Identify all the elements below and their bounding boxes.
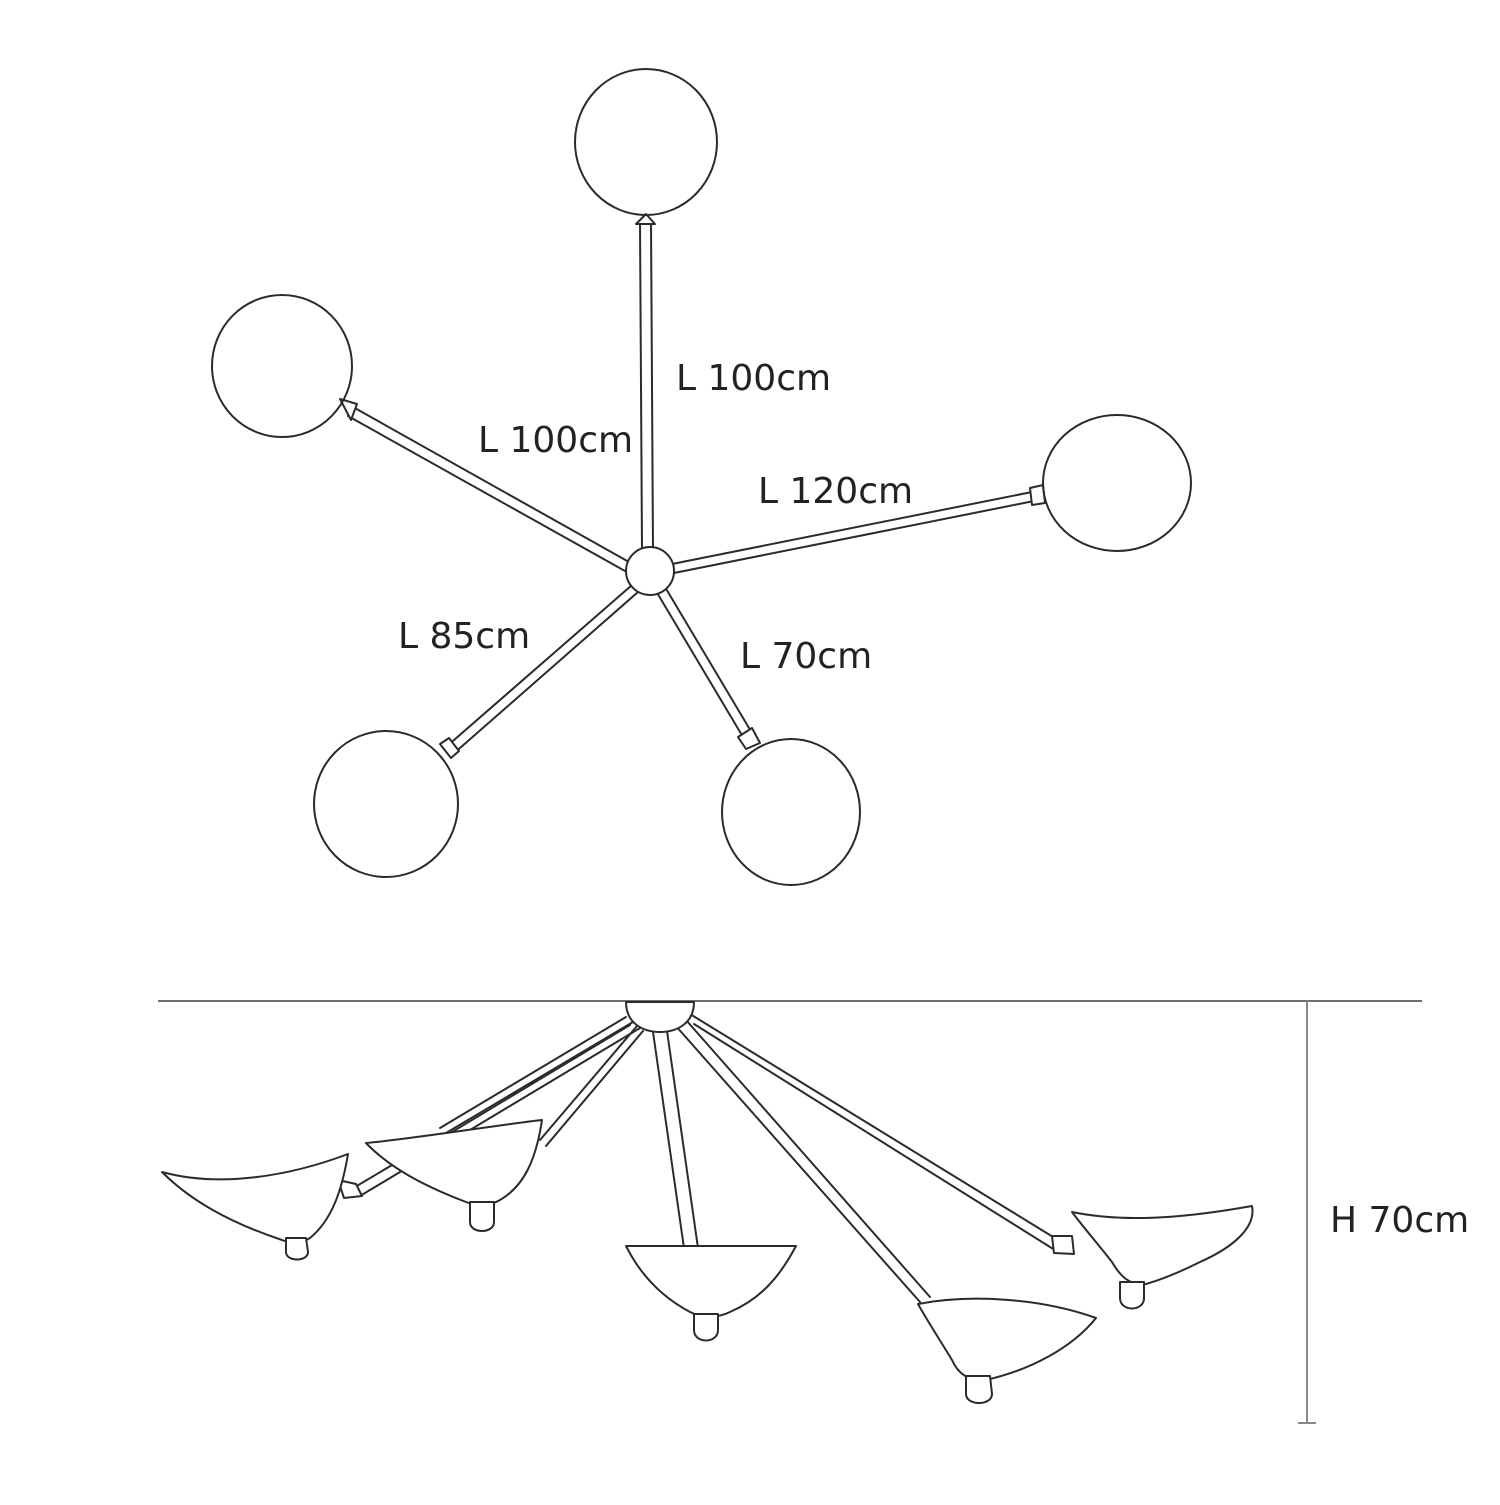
height-dimension-line: [1298, 1001, 1316, 1424]
arm-upper-left: [339, 398, 630, 572]
arm-lower-left-length-label: L 85cm: [398, 616, 530, 657]
arm-right: [671, 484, 1046, 574]
top-view: L 100cm L 100cm L 120cm L 85cm L 70cm: [211, 68, 1192, 886]
arm-right-length-label: L 120cm: [758, 471, 913, 512]
arm-lower-right-length-label: L 70cm: [740, 636, 872, 677]
side-arm-6: [689, 1013, 1075, 1255]
shade-center: [625, 1245, 797, 1342]
arm-upper-left-length-label: L 100cm: [478, 420, 633, 461]
shade-center-right: [917, 1297, 1097, 1404]
shade-far-right: [1071, 1205, 1254, 1310]
arm-top: [635, 213, 656, 551]
side-arm-5: [674, 1019, 931, 1303]
globe-lower-right: [721, 738, 861, 886]
globe-upper-left: [211, 294, 353, 438]
globe-right: [1042, 414, 1192, 552]
globe-lower-left: [313, 730, 459, 878]
side-arm-3: [539, 1025, 644, 1147]
ceiling-canopy: [625, 1001, 695, 1033]
shade-left: [365, 1119, 543, 1232]
side-arm-1: [439, 1016, 631, 1136]
shade-far-left: [161, 1153, 349, 1261]
side-arm-4: [652, 1030, 699, 1249]
globe-top: [574, 68, 718, 216]
center-hub: [625, 546, 675, 596]
arm-top-length-label: L 100cm: [676, 358, 831, 399]
arm-lower-left: [439, 584, 639, 759]
arm-lower-right: [655, 586, 761, 750]
side-view: H 70cm: [158, 1000, 1469, 1424]
height-label: H 70cm: [1330, 1200, 1469, 1241]
